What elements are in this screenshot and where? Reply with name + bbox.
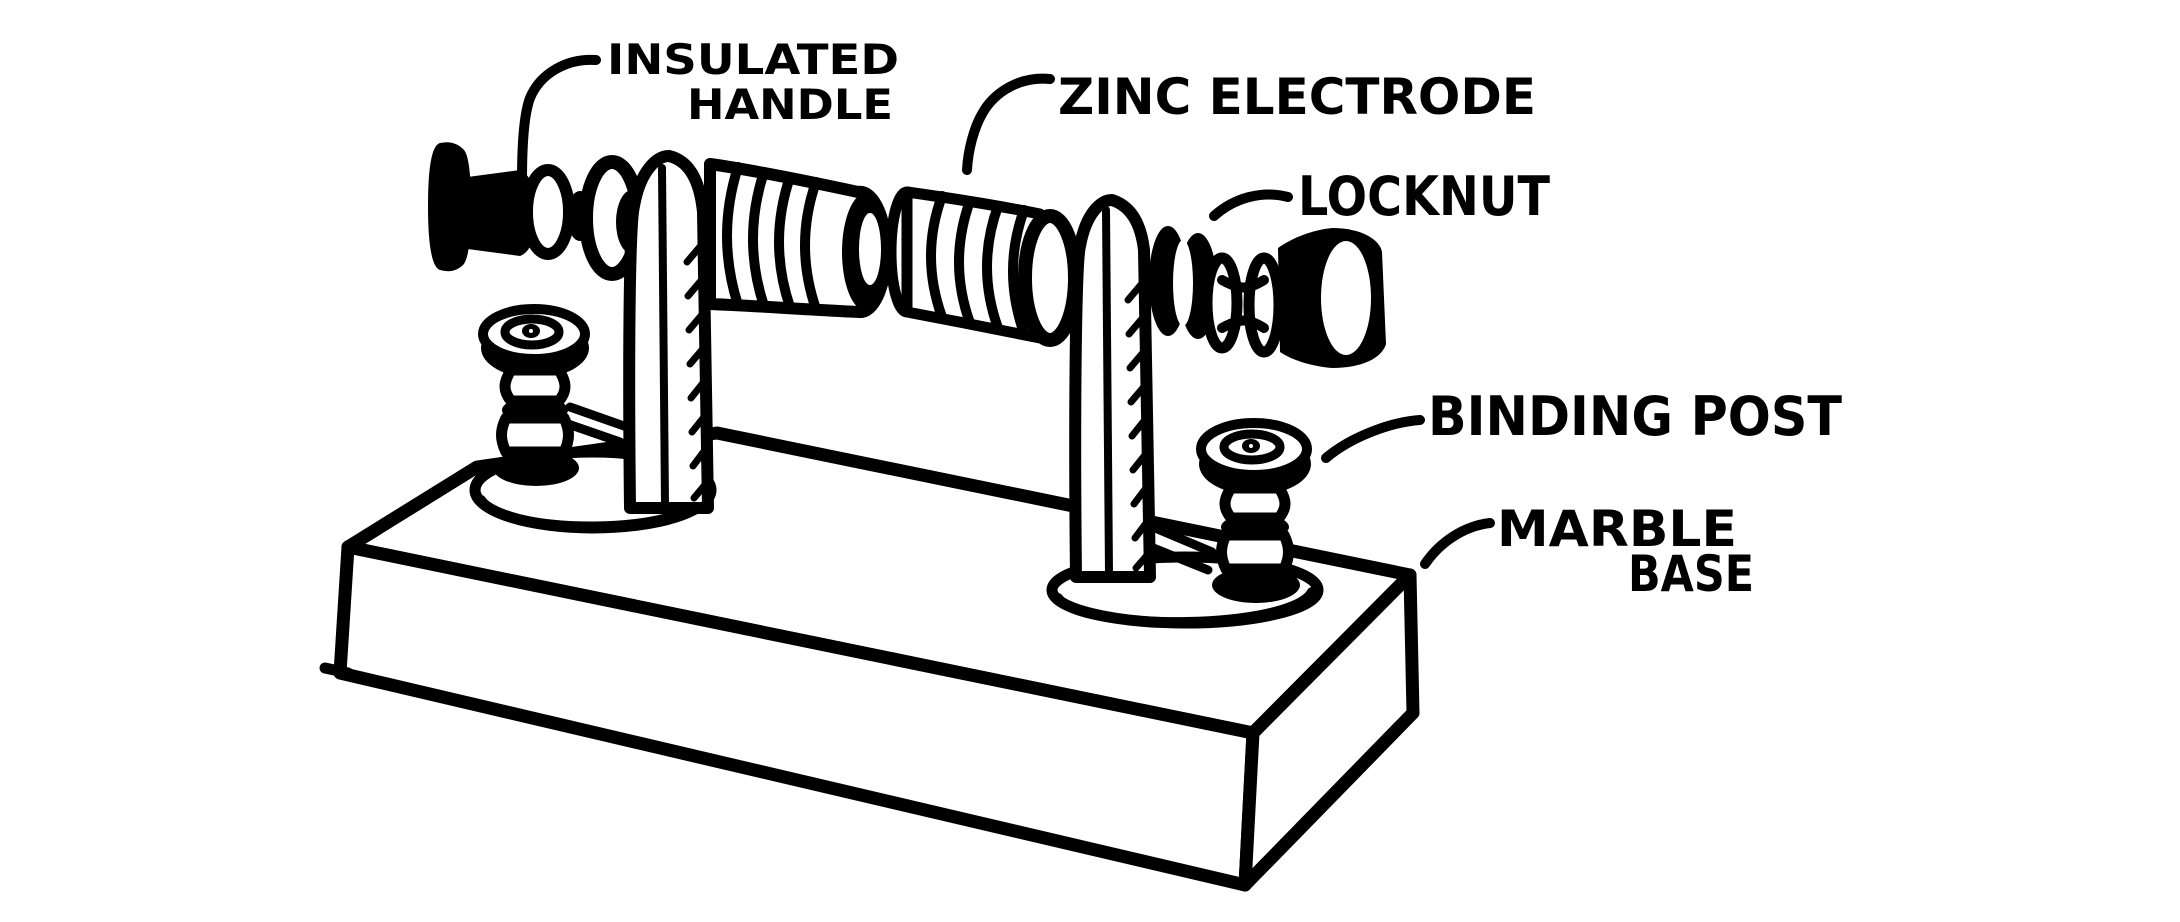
insulated-handle-neck	[460, 170, 536, 256]
leader-binding-post	[1321, 415, 1425, 463]
left-post-hatching	[683, 238, 713, 502]
right-strap-lines	[1141, 520, 1217, 575]
locknut-assembly	[1149, 226, 1386, 368]
label-marble-base-line2: BASE	[1628, 545, 1754, 603]
binding-post-right	[1196, 418, 1312, 603]
insulated-handle-assembly	[428, 142, 648, 281]
spool-disc	[1201, 252, 1243, 354]
right-electrode-post	[1069, 194, 1156, 583]
left-strap-lines	[563, 402, 629, 447]
label-insulated-handle-line1: INSULATED	[607, 35, 899, 84]
thread-ridges	[722, 162, 821, 314]
leader-lines	[517, 54, 1495, 569]
locknut-gap-highlight	[1173, 240, 1193, 326]
label-zinc-electrode: ZINC ELECTRODE	[1058, 68, 1536, 126]
right-post-hatching	[1124, 276, 1154, 572]
base-right-face	[1238, 568, 1420, 892]
label-locknut: LOCKNUT	[1298, 165, 1550, 228]
spool-disc	[1243, 252, 1285, 358]
threaded-electrode-cylinder	[704, 158, 893, 318]
binding-post-left	[478, 304, 590, 486]
leader-insulated-handle	[517, 54, 601, 185]
leader-marble-base	[1420, 518, 1495, 569]
zinc-end-washer	[1018, 209, 1082, 347]
left-electrode-post	[623, 150, 714, 514]
spool-waist	[1217, 275, 1269, 333]
leader-locknut	[1209, 189, 1293, 221]
labels: INSULATED HANDLE ZINC ELECTRODE LOCKNUT …	[607, 35, 1842, 603]
cylinder-end-highlight	[859, 213, 881, 285]
thumb-knob-face	[1321, 241, 1371, 355]
base-edge-tick	[319, 662, 354, 679]
label-binding-post: BINDING POST	[1428, 385, 1842, 448]
zinc-electrode-cylinder	[885, 186, 1082, 347]
leader-zinc-electrode	[962, 73, 1055, 175]
zinc-thread-ridges	[926, 191, 1029, 338]
washer	[521, 164, 575, 260]
label-insulated-handle-line2: HANDLE	[687, 80, 893, 129]
label-marble-base-line1: MARBLE	[1497, 500, 1737, 558]
